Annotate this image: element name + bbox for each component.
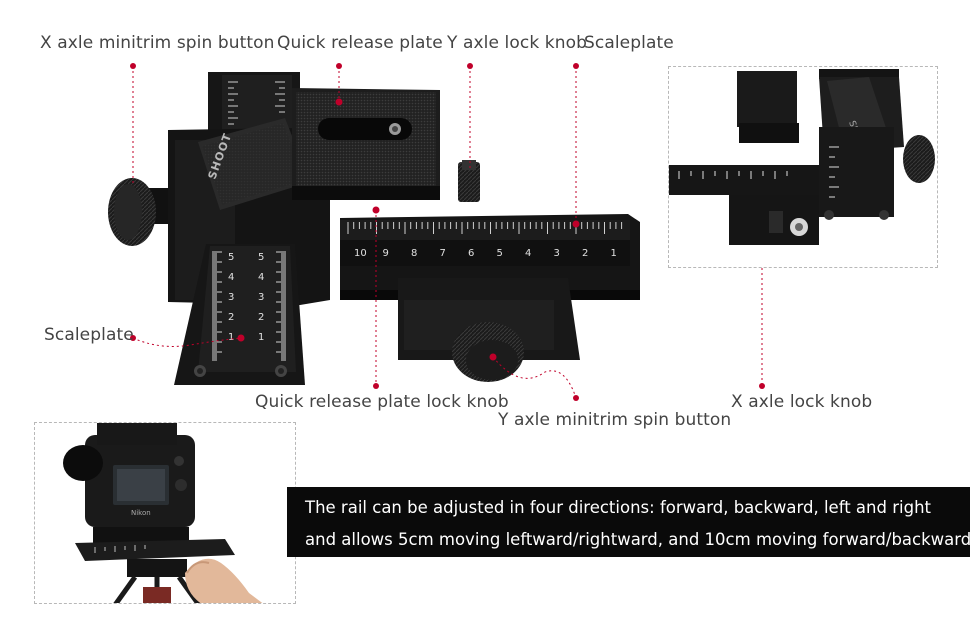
vertical-scale-number: 4 — [228, 272, 234, 283]
caption-line-2: and allows 5cm moving leftward/rightward… — [305, 530, 970, 549]
inset-camera-in-use: Nikon — [34, 422, 296, 604]
label-y-axle-minitrim-spin-button: Y axle minitrim spin button — [498, 410, 732, 430]
horizontal-scale-number: 10 — [354, 248, 367, 259]
marker-scaleplate-left-end — [237, 334, 245, 342]
vertical-scale-number: 1 — [228, 332, 234, 343]
label-y-axle-lock-knob: Y axle lock knob — [447, 33, 587, 53]
y-axle-lock-knob — [458, 160, 480, 202]
inset-camera-drawing: Nikon — [63, 423, 263, 603]
camera-brand-logo: Nikon — [131, 509, 151, 517]
vertical-scale-number: 4 — [258, 272, 264, 283]
feature-caption: The rail can be adjusted in four directi… — [287, 487, 970, 557]
vertical-scale-number: 1 — [258, 332, 264, 343]
horizontal-scale-number: 6 — [468, 248, 474, 259]
marker-x-minitrim-top — [130, 63, 136, 69]
horizontal-scale-number: 9 — [383, 248, 389, 259]
x-axle-minitrim-knob — [108, 178, 170, 246]
label-quick-release-plate: Quick release plate — [277, 33, 443, 53]
label-x-axle-minitrim-spin-button: X axle minitrim spin button — [40, 33, 275, 53]
quick-release-plate — [292, 88, 440, 200]
horizontal-scale-number: 4 — [525, 248, 531, 259]
marker-qr-lock — [372, 206, 380, 214]
marker-scaleplate — [572, 220, 580, 228]
marker-y-minitrim — [489, 353, 497, 361]
horizontal-scale-number: 3 — [554, 248, 560, 259]
marker-y-minitrim-bottom — [573, 395, 579, 401]
marker-x-lock-bottom — [759, 383, 765, 389]
label-x-axle-lock-knob: X axle lock knob — [731, 392, 873, 412]
horizontal-scale-number: 8 — [411, 248, 417, 259]
angled-plate: SHOOT — [198, 118, 310, 210]
marker-qr-plate — [335, 98, 343, 106]
inset-side-view: SHOOT — [668, 66, 938, 268]
caption-line-1: The rail can be adjusted in four directi… — [305, 498, 931, 517]
vertical-scale-number: 3 — [258, 292, 264, 303]
marker-y-lock-top — [467, 63, 473, 69]
horizontal-scale-number: 5 — [497, 248, 503, 259]
label-quick-release-plate-lock-knob: Quick release plate lock knob — [255, 392, 509, 412]
leader-lines — [132, 66, 763, 399]
horizontal-scale-number: 2 — [582, 248, 588, 259]
label-scaleplate-top: Scaleplate — [584, 33, 674, 53]
marker-qr-lock-bottom — [373, 383, 379, 389]
vertical-scale-number: 3 — [228, 292, 234, 303]
y-axle-minitrim-knob — [452, 322, 524, 382]
vertical-scale-number: 2 — [258, 312, 264, 323]
horizontal-scale-number: 1 — [611, 248, 617, 259]
vertical-scale-number: 5 — [258, 252, 264, 263]
marker-scaleplate-left — [130, 335, 136, 341]
vertical-scale-number: 5 — [228, 252, 234, 263]
marker-scaleplate-top — [573, 63, 579, 69]
marker-qr-plate-top — [336, 63, 342, 69]
inset-side-view-drawing: SHOOT — [669, 69, 935, 245]
horizontal-scale-number: 7 — [440, 248, 446, 259]
leader-markers — [130, 63, 766, 401]
vertical-scale-number: 2 — [228, 312, 234, 323]
label-scaleplate-left: Scaleplate — [44, 325, 134, 345]
